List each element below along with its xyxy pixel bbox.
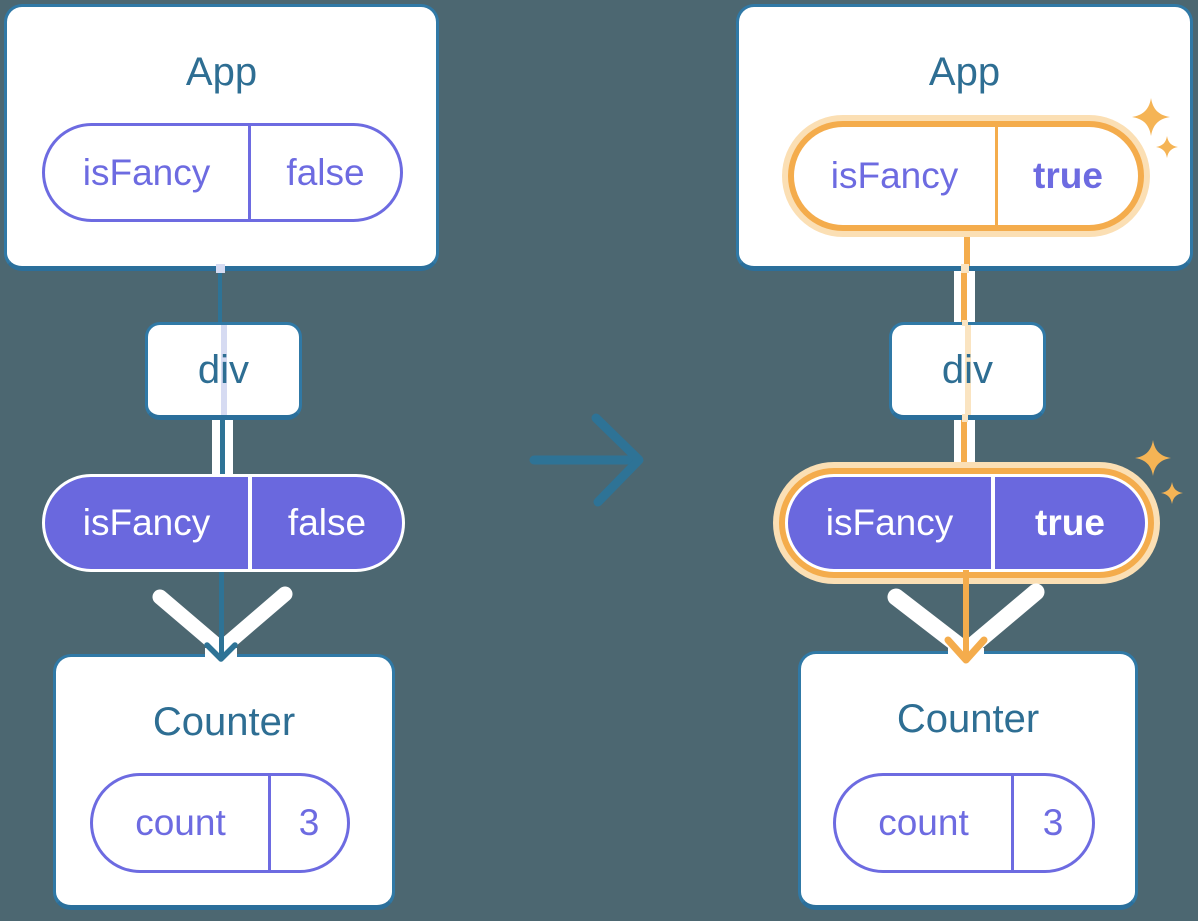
- component-title: div: [197, 347, 250, 392]
- connector-notch: [216, 264, 225, 273]
- prop-flow-line-right: [967, 416, 975, 474]
- state-thread-faint: [964, 325, 971, 415]
- highlight-ring: isFancy true: [779, 468, 1154, 578]
- arrowhead-icon: [944, 636, 988, 664]
- highlighted-state-pill: isFancy true: [782, 115, 1150, 237]
- state-value: 3: [1011, 776, 1092, 870]
- state-thread-faint: [220, 325, 227, 415]
- right-arrow-icon: [529, 413, 644, 507]
- prop-flow-line-right: [225, 416, 233, 476]
- connector-notch: [961, 264, 969, 273]
- state-name: isFancy: [82, 151, 211, 193]
- prop-flow-line-left: [954, 416, 961, 474]
- prop-flow-line-left: [212, 416, 220, 476]
- state-name: count: [135, 802, 226, 843]
- prop-name: isFancy: [82, 502, 211, 543]
- div-card: div: [889, 322, 1046, 420]
- connector-notch: [962, 414, 968, 422]
- arrowhead-icon: [204, 642, 238, 662]
- state-name: isFancy: [830, 155, 959, 196]
- state-value: true: [995, 127, 1138, 225]
- down-arrow-icon: [152, 572, 293, 662]
- highlight-ring: isFancy true: [788, 121, 1144, 231]
- state-thread-line: [220, 416, 225, 476]
- state-thread-line: [961, 416, 967, 474]
- app-card: App isFancy true: [736, 4, 1193, 271]
- div-card: div: [145, 322, 302, 420]
- sparkle-icon: [1132, 98, 1170, 136]
- state-thread-line: [961, 266, 967, 324]
- sparkle-icon: [1161, 482, 1183, 504]
- component-title: Counter: [152, 700, 296, 744]
- connector-notch: [962, 320, 968, 326]
- state-value: 3: [268, 776, 347, 870]
- prop-flow-line-right: [967, 266, 975, 324]
- component-title: div: [941, 347, 994, 392]
- connector-app-div: [218, 266, 222, 324]
- prop-name: isFancy: [825, 502, 954, 543]
- state-value: false: [248, 126, 400, 219]
- connector-app-div: [964, 233, 970, 266]
- counter-card: Counter count 3: [53, 654, 395, 910]
- down-arrow-icon: [887, 570, 1045, 664]
- component-title: App: [928, 50, 1001, 94]
- counter-card: Counter count 3: [798, 651, 1138, 910]
- prop-value: false: [248, 477, 402, 569]
- app-card: App isFancy false: [4, 4, 439, 271]
- prop-flow-line-left: [954, 266, 961, 324]
- component-title: App: [185, 50, 258, 94]
- prop-value: true: [991, 477, 1145, 569]
- state-pill: isFancy false: [42, 123, 403, 222]
- state-pill: count 3: [90, 773, 350, 873]
- component-title: Counter: [896, 697, 1040, 741]
- highlighted-prop-pill: isFancy true: [773, 462, 1160, 584]
- sparkle-icon: [1135, 440, 1171, 476]
- state-pill: count 3: [833, 773, 1095, 873]
- sparkle-icon: [1156, 136, 1178, 158]
- prop-pill: isFancy false: [42, 474, 405, 572]
- state-name: count: [878, 802, 969, 843]
